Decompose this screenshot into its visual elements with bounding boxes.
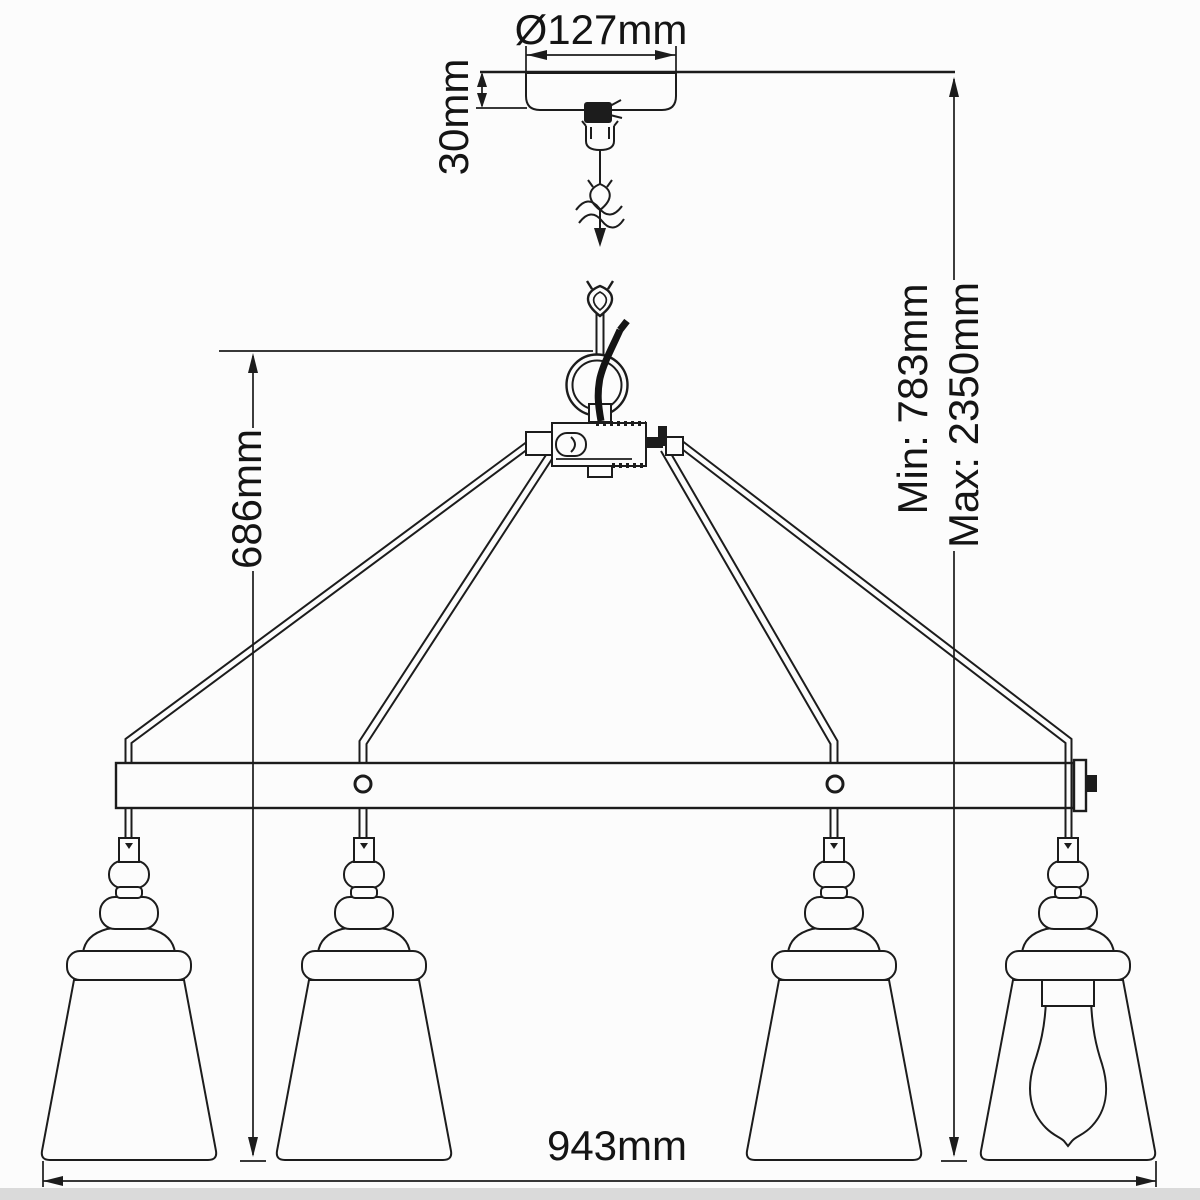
canopy [525,72,677,111]
hub-left-block [525,431,553,456]
label-body-height: 686mm [223,429,270,569]
canopy-hook-cup [581,120,619,152]
hub-knurling [596,421,646,468]
ceiling-mount [480,70,955,247]
bar-end-knob [1086,775,1097,792]
label-canopy-diameter: Ø127mm [515,6,688,53]
arm-inner-left [358,454,553,763]
arm-outer-right [677,439,1073,763]
label-min-drop: Min: 783mm [889,283,936,514]
dim-canopy-diameter: Ø127mm [515,6,688,72]
stem-shade-2 [358,808,368,839]
arm-inner-right [660,444,839,763]
arm-outer-left [124,440,533,763]
chain-link-middle [585,280,615,318]
chain-link-upper [587,179,613,212]
dim-arrows [477,72,487,108]
central-hub [525,421,684,478]
chain-link-inner [592,291,608,312]
shade-2 [275,837,453,1161]
hub-slot [555,432,587,457]
bar-screw-right [825,774,845,794]
power-cord [594,318,630,422]
hub-right-block [665,436,684,456]
label-fixture-width: 943mm [547,1122,687,1169]
hub-right-pin [658,426,667,446]
bulb-icon [1029,999,1108,1148]
hub-right-fitting [646,437,663,448]
cable-clamp [584,102,612,123]
label-max-drop: Max: 2350mm [940,282,987,548]
wingnut-icon [609,99,623,119]
shade-1 [40,837,218,1161]
dim-drop: Min: 783mm Max: 2350mm [889,77,987,1162]
arms [124,439,1073,763]
ring-stem [595,313,605,355]
dim-fixture-width: 943mm [42,1122,1157,1187]
down-arrow-icon [594,228,606,247]
suspension-assembly [565,280,630,423]
stem-shade-1 [124,808,133,839]
shade-3 [745,837,923,1161]
rod-shade-4 [1064,763,1073,839]
bar-screw-left [353,774,373,794]
hub-slot-arc [570,436,576,453]
dim-canopy-height: 30mm [430,59,527,176]
shade-4 [979,837,1157,1161]
dim-body-height: 686mm [219,350,593,1162]
label-canopy-height: 30mm [430,59,477,176]
stem-shade-3 [829,808,839,839]
hub-tab [587,465,613,478]
break-symbol [575,200,625,229]
bulb-socket [1041,979,1095,1007]
image-bottom-edge [0,1188,1200,1200]
bar-end-cap [1072,758,1088,813]
support-bar [114,758,1097,839]
bar-body [114,761,1076,810]
